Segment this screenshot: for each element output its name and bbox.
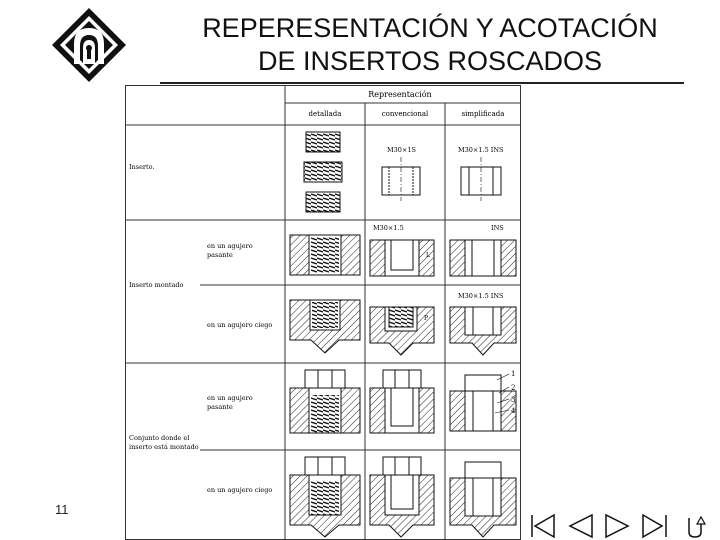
header-representacion: Representación	[368, 90, 431, 99]
row-pasante-a: en un agujero	[207, 242, 253, 250]
first-slide-button[interactable]	[522, 512, 560, 540]
slide-navigation	[522, 512, 712, 540]
blind-hole-detailed	[289, 299, 361, 354]
title-divider	[160, 82, 684, 84]
label-n1: 1	[511, 370, 515, 378]
slide-title: REPERESENTACIÓN Y ACOTACIÓN DE INSERTOS …	[170, 12, 690, 78]
through-hole-detailed	[289, 234, 361, 276]
title-line-2: DE INSERTOS ROSCADOS	[257, 46, 603, 76]
through-hole-conventional: M30×1.5 L	[369, 224, 435, 277]
assembly-blind-detailed	[289, 456, 361, 538]
insert-conventional: M30×1S	[381, 146, 421, 201]
header-detallada: detallada	[309, 110, 342, 118]
blind-hole-simplified: M30×1.5 INS	[449, 292, 517, 356]
last-slide-button[interactable]	[638, 512, 676, 540]
row-pasante-b: pasante	[207, 251, 233, 259]
insert-simplified: M30×1.5 INS	[458, 146, 503, 201]
previous-slide-button[interactable]	[562, 512, 598, 540]
row-conjunto-a: Conjunto donde el	[129, 434, 189, 442]
label-p1: P	[424, 315, 428, 322]
header-convencional: convencional	[382, 110, 429, 118]
university-logo	[52, 8, 126, 82]
label-n2: 2	[511, 384, 515, 392]
insert-detailed	[303, 131, 343, 213]
label-simp1: M30×1.5 INS	[458, 146, 503, 154]
label-conv1: M30×1S	[387, 146, 416, 154]
label-conv2: M30×1.5	[373, 224, 404, 232]
assembly-through-detailed	[289, 369, 361, 434]
row-conjunto-b: inserto está montado	[129, 443, 199, 451]
row-pasante2-b: pasante	[207, 403, 233, 411]
row-inserto-montado: Inserto montado	[129, 281, 184, 289]
row-inserto: Inserto.	[129, 163, 155, 171]
next-slide-button[interactable]	[600, 512, 636, 540]
title-line-1: REPERESENTACIÓN Y ACOTACIÓN	[202, 13, 658, 43]
header-simplificada: simplificada	[462, 110, 505, 118]
assembly-blind-conventional	[369, 456, 435, 538]
label-n3: 3	[511, 396, 515, 404]
row-ciego: en un agujero ciego	[207, 321, 272, 329]
label-ins: INS	[491, 224, 504, 232]
label-simp3: M30×1.5 INS	[458, 292, 503, 300]
return-icon[interactable]	[680, 512, 710, 540]
blind-hole-conventional: P	[369, 306, 435, 356]
label-l1: L	[426, 252, 430, 259]
row-pasante2-a: en un agujero	[207, 394, 253, 402]
assembly-through-conventional	[369, 369, 435, 434]
assembly-through-simplified: 1 2 3 4	[449, 370, 517, 432]
through-hole-simplified: INS	[449, 224, 517, 277]
label-n4: 4	[511, 407, 516, 415]
row-ciego2: en un agujero ciego	[207, 486, 272, 494]
assembly-blind-simplified	[449, 461, 517, 538]
page-number: 11	[55, 502, 69, 517]
thread-insert-table: Representación detallada convencional si…	[125, 85, 521, 540]
